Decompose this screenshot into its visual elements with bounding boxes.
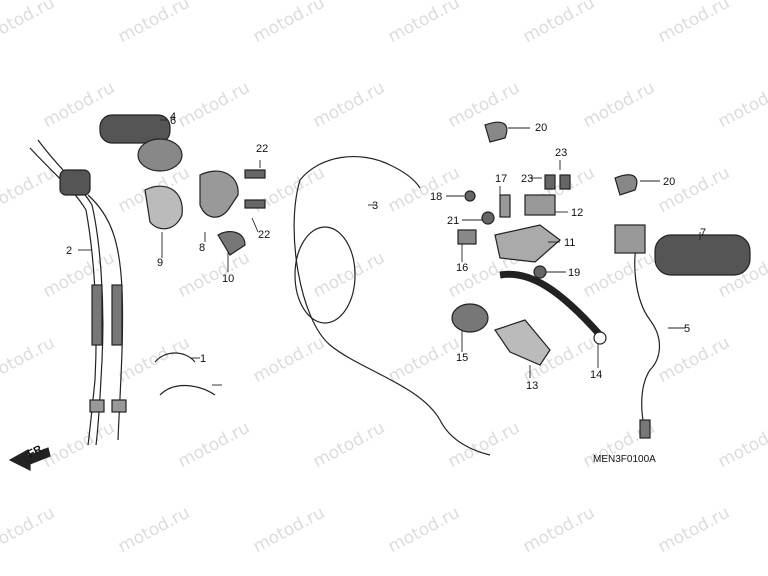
callout-9: 9 <box>157 257 163 269</box>
switch-harness <box>634 229 660 431</box>
switch-assembly <box>451 303 489 333</box>
callout-5: 5 <box>684 323 690 335</box>
callout-10: 10 <box>222 273 234 285</box>
callout-15: 15 <box>456 352 468 364</box>
callout-13: 13 <box>526 380 538 392</box>
callout-6: 6 <box>170 115 176 127</box>
callout-23: 23 <box>521 173 533 185</box>
callout-1: 1 <box>200 353 206 365</box>
cable-clip-1 <box>154 352 196 363</box>
callout-22: 22 <box>258 229 270 241</box>
bolt-21 <box>481 211 495 225</box>
bolt-23b <box>559 174 571 190</box>
throttle-cables <box>29 139 127 446</box>
bolt-17 <box>499 194 511 218</box>
clutch-cable <box>293 179 491 456</box>
callout-21: 21 <box>447 215 459 227</box>
cable-cover <box>217 231 246 256</box>
bracket-13 <box>494 319 551 366</box>
diagram-code: MEN3F0100A <box>593 454 656 465</box>
left-grip <box>654 234 751 276</box>
bolt-23a <box>544 174 556 190</box>
callout-16: 16 <box>456 262 468 274</box>
band-20a <box>484 121 508 143</box>
callout-4: 4 <box>170 111 176 123</box>
bolt-18 <box>464 190 476 202</box>
callout-20: 20 <box>663 176 675 188</box>
callout-22: 22 <box>256 143 268 155</box>
nut-19 <box>533 265 547 279</box>
clutch-lever <box>499 270 603 338</box>
callout-23: 23 <box>555 147 567 159</box>
callout-20: 20 <box>535 122 547 134</box>
callout-7: 7 <box>700 227 706 239</box>
callout-layer: 1234567891011121314151617181920202122222… <box>66 111 706 392</box>
callout-12: 12 <box>571 207 583 219</box>
callout-19: 19 <box>568 267 580 279</box>
cable-clip-4 <box>159 384 216 396</box>
callout-17: 17 <box>495 173 507 185</box>
callout-3: 3 <box>372 200 378 212</box>
front-arrow <box>8 447 51 471</box>
callout-14: 14 <box>590 369 602 381</box>
bolt-16 <box>457 229 477 245</box>
band-20b <box>614 174 638 196</box>
throttle-housing-lower <box>144 185 183 230</box>
throttle-grip <box>99 114 183 172</box>
bolt-22b <box>244 199 266 209</box>
bolt-22a <box>244 169 266 179</box>
throttle-housing-upper <box>199 170 239 218</box>
lever-holder <box>524 194 556 216</box>
callout-11: 11 <box>564 237 575 249</box>
callout-2: 2 <box>66 245 72 257</box>
callout-8: 8 <box>199 242 205 254</box>
lever-bracket <box>494 224 561 263</box>
callout-18: 18 <box>430 191 442 203</box>
